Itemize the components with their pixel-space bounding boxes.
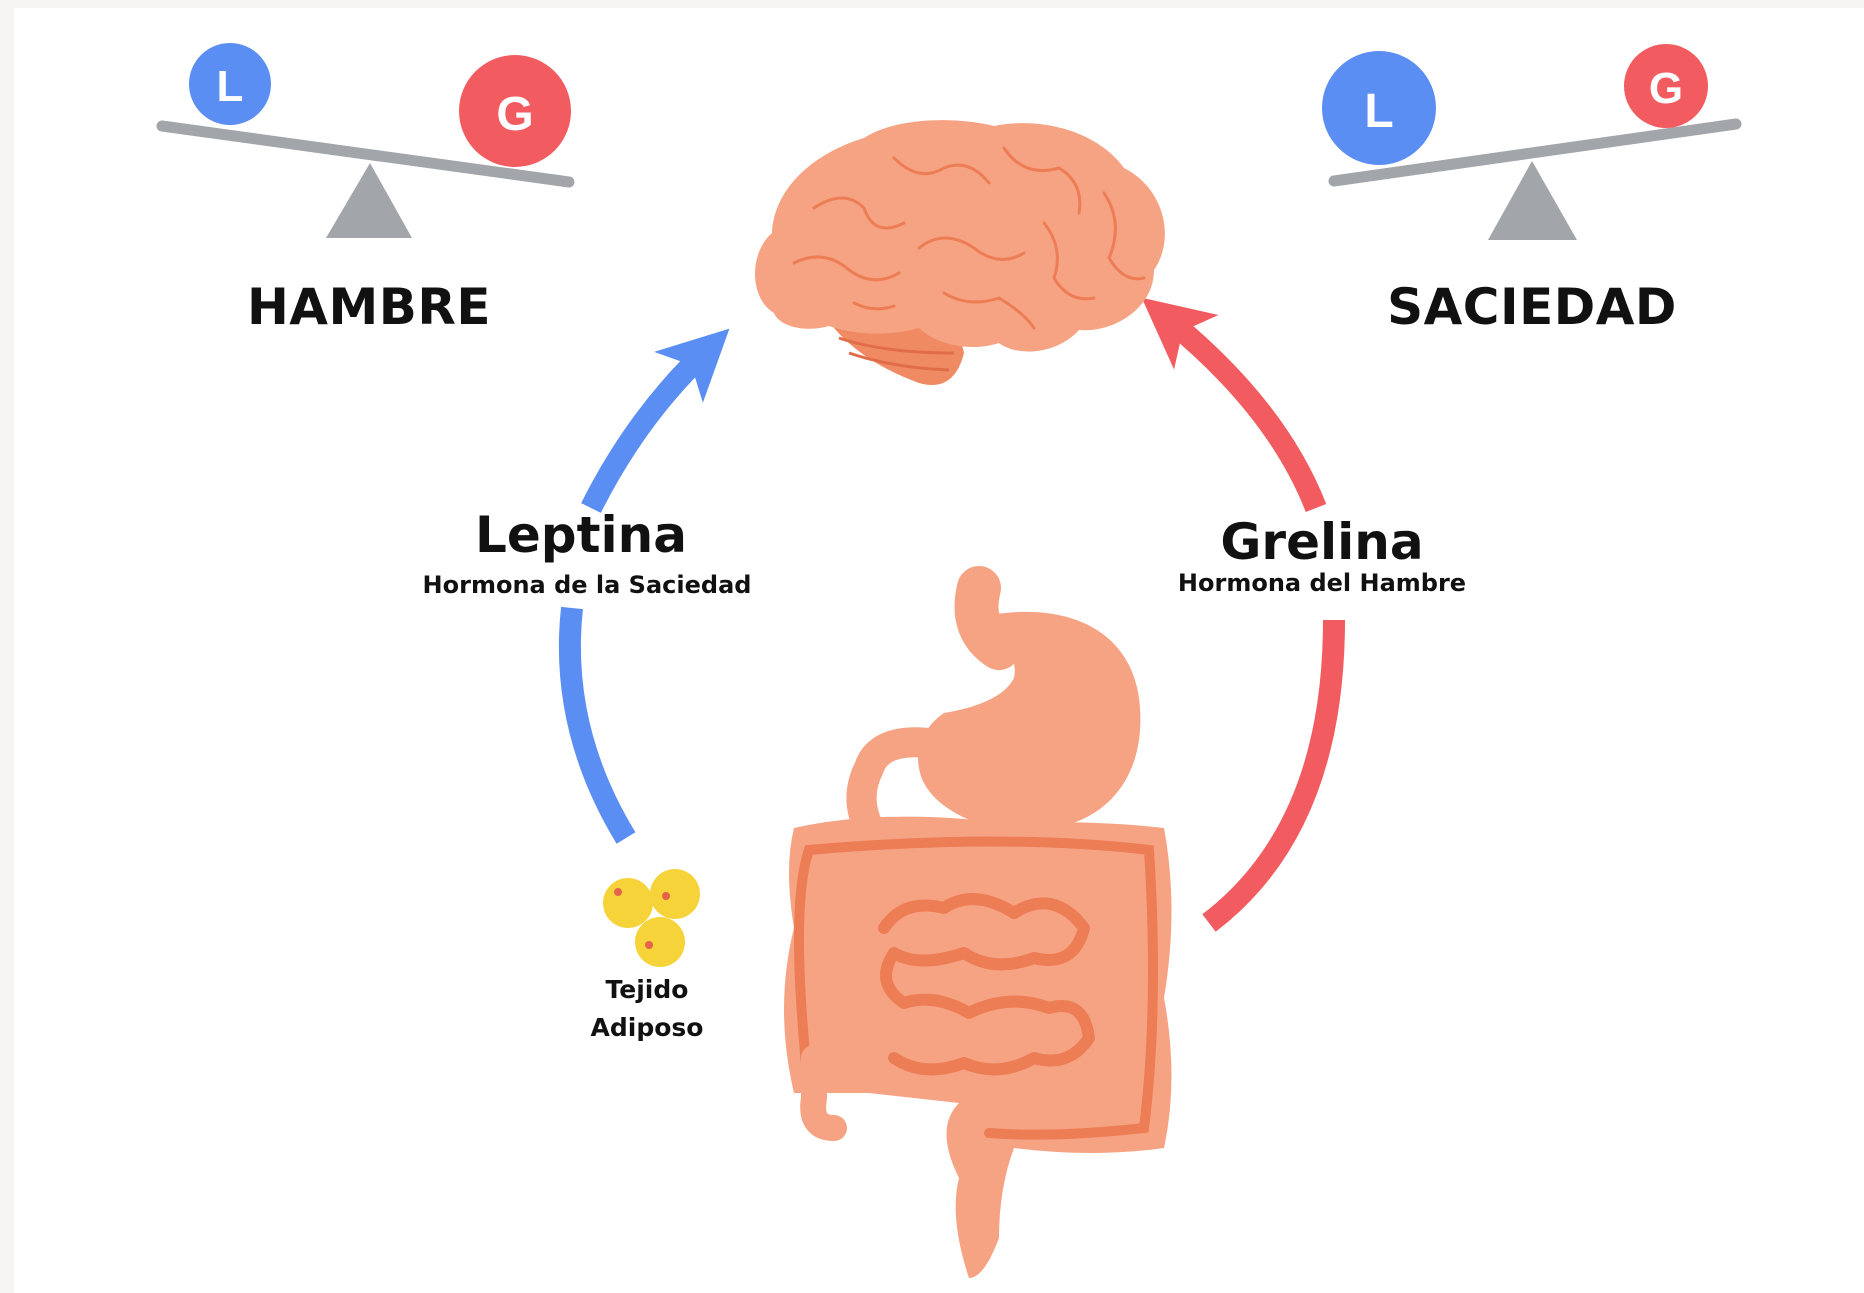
hunger-scale: L G: [162, 43, 571, 238]
adipose-cells-icon: [603, 869, 700, 967]
satiety-scale: L G: [1322, 44, 1736, 240]
digestive-system-icon: [784, 588, 1172, 1278]
adipose-label-line1: Tejido: [591, 971, 704, 1009]
ghrelin-arrow: [1169, 320, 1334, 923]
brain-icon: [755, 120, 1165, 385]
diagram-graphics: L G L G: [14, 8, 1864, 1293]
adipose-label-line2: Adiposo: [591, 1009, 704, 1047]
adipose-label: Tejido Adiposo: [591, 971, 704, 1047]
leptin-description: Hormona de la Saciedad: [423, 571, 752, 599]
scale-fulcrum-icon: [326, 163, 412, 238]
diagram-canvas: L G L G: [14, 8, 1864, 1293]
ghrelin-description: Hormona del Hambre: [1178, 569, 1466, 597]
hunger-label: HAMBRE: [247, 278, 491, 336]
leptin-ball-letter: L: [217, 62, 244, 111]
ghrelin-name: Grelina: [1220, 513, 1423, 571]
ghrelin-ball-letter: G: [1649, 64, 1683, 113]
ghrelin-ball-letter: G: [496, 88, 533, 141]
scale-fulcrum-icon: [1488, 161, 1577, 240]
leptin-ball-letter: L: [1364, 85, 1393, 138]
leptin-name: Leptina: [475, 506, 687, 564]
satiety-label: SACIEDAD: [1387, 278, 1677, 336]
